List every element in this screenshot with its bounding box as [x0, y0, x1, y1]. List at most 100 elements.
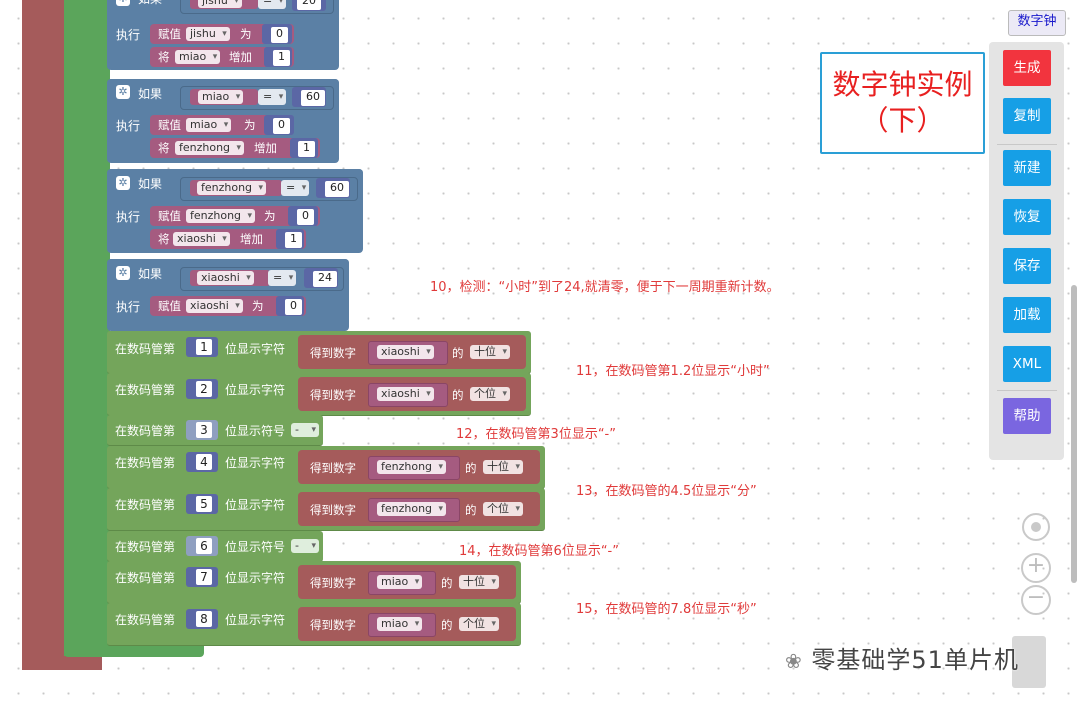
assign-value[interactable]: 0	[270, 26, 289, 44]
cond-value[interactable]: 20	[296, 0, 322, 11]
number-var-dropdown[interactable]: xiaoshi	[377, 387, 434, 401]
settings-gear-icon[interactable]: ✲	[116, 85, 130, 99]
generate-button[interactable]: 生成	[1003, 50, 1051, 86]
if-label: 如果	[138, 0, 162, 7]
position-value[interactable]: 2	[196, 381, 212, 397]
position-value[interactable]: 3	[196, 422, 212, 438]
increment-var-dropdown[interactable]: miao	[175, 50, 221, 64]
digit-dropdown[interactable]: 十位	[459, 575, 499, 589]
assign-var-dropdown[interactable]: jishu	[186, 27, 230, 41]
increment-var-dropdown[interactable]: fenzhong	[175, 141, 245, 155]
of-label: 的	[452, 388, 464, 402]
get-number-label: 得到数字	[310, 618, 356, 632]
digit-dropdown[interactable]: 个位	[483, 502, 523, 516]
position-value[interactable]: 1	[196, 339, 212, 355]
toolbar-divider	[997, 144, 1057, 145]
eq-operator-dropdown[interactable]: =	[268, 270, 297, 286]
vertical-scrollbar[interactable]	[1071, 285, 1077, 583]
symbol-dropdown[interactable]: -	[291, 539, 319, 553]
eq-operator-dropdown[interactable]: =	[258, 0, 287, 9]
watermark: ❀ 零基础学51单片机	[785, 640, 1019, 675]
display-symbol-label: 位显示符号	[225, 424, 286, 438]
display-char-label: 位显示字符	[225, 613, 286, 627]
inner-loop-block-foot	[64, 645, 204, 657]
assign-var-dropdown[interactable]: xiaoshi	[186, 299, 243, 313]
display-prefix: 在数码管第	[115, 456, 176, 470]
digit-dropdown[interactable]: 个位	[470, 387, 510, 401]
watermark-text: 零基础学51单片机	[811, 646, 1019, 674]
display-char-label: 位显示字符	[225, 342, 286, 356]
cond-var-dropdown[interactable]: xiaoshi	[197, 271, 254, 285]
number-var-dropdown[interactable]: miao	[377, 617, 423, 631]
recenter-dot	[1031, 522, 1041, 532]
settings-gear-icon[interactable]: ✲	[116, 176, 130, 190]
settings-gear-icon[interactable]: ✲	[116, 266, 130, 280]
assign-to-label: 为	[240, 27, 252, 41]
number-var-dropdown[interactable]: xiaoshi	[377, 345, 434, 359]
number-var-dropdown[interactable]: fenzhong	[377, 502, 447, 516]
symbol-dropdown[interactable]: -	[291, 423, 319, 437]
copy-button[interactable]: 复制	[1003, 98, 1051, 134]
assign-value[interactable]: 0	[296, 208, 315, 226]
eq-operator-dropdown[interactable]: =	[281, 180, 310, 196]
assign-value[interactable]: 0	[272, 117, 291, 135]
help-button[interactable]: 帮助	[1003, 398, 1051, 434]
cond-var-dropdown[interactable]: jishu	[198, 0, 242, 8]
cond-var-dropdown[interactable]: fenzhong	[197, 181, 267, 195]
inner-loop-block[interactable]	[64, 0, 110, 656]
trash-can-icon[interactable]	[1012, 636, 1046, 688]
cond-value[interactable]: 24	[312, 270, 338, 288]
increment-by-label: 增加	[254, 141, 277, 155]
display-prefix: 在数码管第	[115, 424, 176, 438]
position-value[interactable]: 6	[196, 538, 212, 554]
load-button[interactable]: 加载	[1003, 297, 1051, 333]
digit-dropdown[interactable]: 十位	[470, 345, 510, 359]
annotation-10: 10，检测：“小时”到了24,就清零，便于下一周期重新计数。	[430, 280, 780, 295]
assign-value[interactable]: 0	[284, 298, 303, 316]
title-line-2: （下）	[860, 104, 945, 137]
position-value[interactable]: 4	[196, 454, 212, 470]
assign-to-label: 为	[252, 299, 264, 313]
display-prefix: 在数码管第	[115, 540, 176, 554]
eq-operator-dropdown[interactable]: =	[258, 89, 287, 105]
increment-value[interactable]: 1	[284, 231, 303, 249]
toolbar-divider	[997, 390, 1057, 391]
annotation-15: 15，在数码管的7.8位显示“秒”	[576, 602, 757, 617]
new-button[interactable]: 新建	[1003, 150, 1051, 186]
outer-loop-block-foot	[22, 658, 102, 670]
display-prefix: 在数码管第	[115, 342, 176, 356]
number-var-dropdown[interactable]: fenzhong	[377, 460, 447, 474]
number-var-dropdown[interactable]: miao	[377, 575, 423, 589]
recenter-icon[interactable]	[1022, 513, 1050, 541]
annotation-14: 14，在数码管第6位显示“-”	[459, 544, 619, 559]
cond-var-dropdown[interactable]: miao	[198, 90, 244, 104]
cond-value[interactable]: 60	[324, 180, 350, 198]
zoom-in-icon[interactable]: +	[1021, 553, 1051, 583]
save-button[interactable]: 保存	[1003, 248, 1051, 284]
display-char-label: 位显示字符	[225, 383, 286, 397]
increment-value[interactable]: 1	[272, 49, 291, 67]
zoom-out-icon[interactable]: −	[1021, 585, 1051, 615]
assign-var-dropdown[interactable]: fenzhong	[186, 209, 256, 223]
cond-value[interactable]: 60	[300, 89, 326, 107]
increment-by-label: 增加	[229, 50, 252, 64]
get-number-label: 得到数字	[310, 576, 356, 590]
increment-value[interactable]: 1	[297, 140, 316, 158]
settings-gear-icon[interactable]: ✲	[116, 0, 130, 6]
if-label: 如果	[138, 267, 163, 281]
digit-dropdown[interactable]: 十位	[483, 460, 523, 474]
assign-var-dropdown[interactable]: miao	[186, 118, 232, 132]
position-value[interactable]: 7	[196, 569, 212, 585]
xml-button[interactable]: XML	[1003, 346, 1051, 382]
increment-var-dropdown[interactable]: xiaoshi	[173, 232, 230, 246]
project-title[interactable]: 数字钟	[1008, 10, 1066, 36]
restore-button[interactable]: 恢复	[1003, 199, 1051, 235]
digit-dropdown[interactable]: 个位	[459, 617, 499, 631]
title-line-1: 数字钟实例	[832, 68, 973, 101]
assign-to-label: 为	[244, 118, 256, 132]
position-value[interactable]: 5	[196, 496, 212, 512]
display-prefix: 在数码管第	[115, 613, 176, 627]
position-value[interactable]: 8	[196, 611, 212, 627]
assign-label: 赋值	[158, 299, 181, 313]
then-label: 执行	[116, 300, 141, 314]
